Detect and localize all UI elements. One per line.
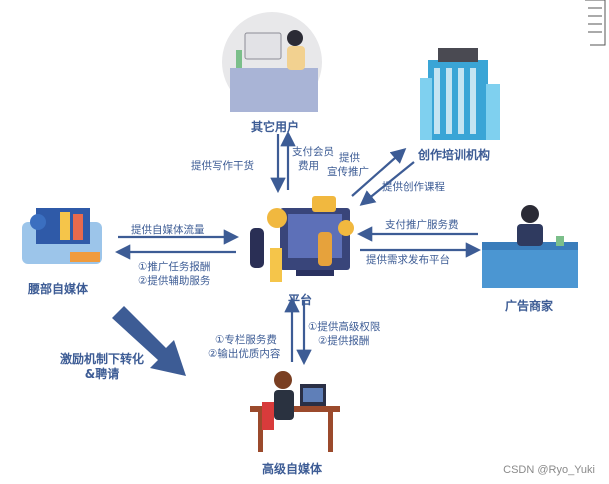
advertiser-illustration [482,205,578,288]
label-senior-up-1: ①专栏服务费 [215,334,277,346]
node-other-users: 其它用户 [251,120,300,134]
label-pay-membership-2: 费用 [298,160,319,172]
training-building-illustration [420,48,500,140]
node-senior-media: 高级自媒体 [262,462,323,476]
arrows [114,130,482,366]
label-senior-up-2: ②输出优质内容 [208,348,281,360]
label-users-to-platform: 提供写作干货 [191,160,254,172]
node-waist-media: 腰部自媒体 [28,282,89,296]
label-senior-down-2: ②提供报酬 [318,335,370,347]
label-waist-back-2: ②提供辅助服务 [138,275,211,287]
arrow-platform-to-training [351,147,407,197]
node-training: 创作培训机构 [418,148,491,162]
platform-illustration [250,196,354,282]
node-platform: 平台 [288,293,313,307]
other-users-illustration [222,12,322,112]
label-incentive: 激励机制下转化 &聘请 [52,352,152,382]
label-promo-1: 提供 [339,152,360,164]
label-training-course: 提供创作课程 [382,181,445,193]
label-waist-traffic: 提供自媒体流量 [131,224,205,236]
watermark: CSDN @Ryo_Yuki [503,464,595,476]
label-promo-2: 宣传推广 [327,166,369,178]
label-adv-fee: 支付推广服务费 [385,219,459,231]
corner-doodle-icon [585,0,606,46]
label-incentive-line-2: &聘请 [84,367,120,381]
incentive-arrow [112,306,186,376]
label-adv-back: 提供需求发布平台 [366,254,450,266]
senior-media-illustration [250,371,340,452]
label-waist-back-1: ①推广任务报酬 [138,261,211,273]
label-incentive-line-1: 激励机制下转化 [59,352,144,366]
node-advertiser: 广告商家 [505,299,554,313]
label-senior-down-1: ①提供高级权限 [308,321,381,333]
arrow-training-to-platform [359,161,415,206]
label-pay-membership-1: 支付会员 [292,146,334,158]
waist-media-illustration [22,208,102,264]
